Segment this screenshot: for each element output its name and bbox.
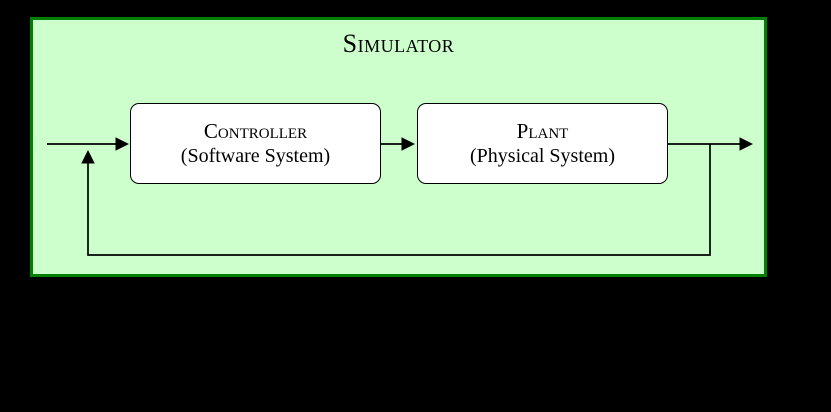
plant-subtitle: (Physical System) (470, 144, 615, 167)
simulator-title: Simulator (342, 29, 455, 58)
controller-subtitle: (Software System) (180, 144, 331, 167)
controller-block: Controller (Software System) (130, 103, 381, 184)
plant-block: Plant (Physical System) (417, 103, 668, 184)
plant-title: Plant (516, 119, 569, 144)
controller-title: Controller (203, 119, 308, 144)
